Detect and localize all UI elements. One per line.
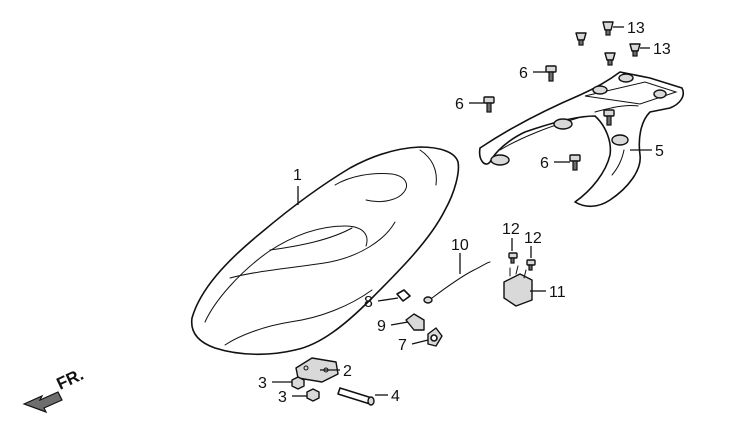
callout-10: 10	[451, 237, 469, 254]
callout-6-lower: 6	[540, 155, 549, 172]
screw-part-12-a	[508, 252, 518, 264]
cap-part-13-d	[604, 52, 616, 66]
callout-6-left: 6	[455, 96, 464, 113]
callout-13-a: 13	[627, 20, 645, 37]
screw-part-12-b	[526, 259, 536, 271]
lock-part-7	[427, 327, 443, 347]
shaft-part-4	[337, 387, 375, 406]
leader-lines	[272, 26, 652, 397]
hinge-part-2	[295, 357, 339, 383]
seat-part-1	[190, 146, 460, 356]
bolt-part-6-upper	[545, 65, 557, 82]
callout-8: 8	[364, 294, 373, 311]
seat-lock-part-11	[503, 265, 533, 307]
cap-part-13-b	[575, 32, 587, 46]
nut-part-3-a	[291, 376, 305, 390]
callout-7: 7	[398, 337, 407, 354]
bracket-part-9	[405, 313, 425, 331]
callout-3-b: 3	[278, 389, 287, 406]
callout-2: 2	[343, 363, 352, 380]
callout-3-a: 3	[258, 375, 267, 392]
callout-5: 5	[655, 143, 664, 160]
callout-12-a: 12	[502, 221, 520, 238]
rear-carrier-part-5	[478, 71, 685, 208]
nut-part-3-b	[306, 388, 320, 402]
bolt-part-6-carrier	[603, 109, 615, 126]
front-direction-arrow	[22, 391, 63, 414]
callout-6-upper: 6	[519, 65, 528, 82]
cap-part-13-c	[629, 43, 641, 57]
clip-part-8	[396, 289, 411, 302]
callout-9: 9	[377, 318, 386, 335]
callout-11: 11	[549, 284, 566, 301]
cap-part-13-a	[602, 21, 614, 36]
bolt-part-6-left	[483, 96, 495, 113]
bolt-part-6-lower	[569, 154, 581, 171]
callout-13-b: 13	[653, 41, 671, 58]
callout-1: 1	[293, 167, 302, 184]
callout-12-b: 12	[524, 230, 542, 247]
front-direction-label: FR.	[54, 365, 87, 394]
callout-4: 4	[391, 388, 400, 405]
cable-part-10	[423, 261, 491, 304]
